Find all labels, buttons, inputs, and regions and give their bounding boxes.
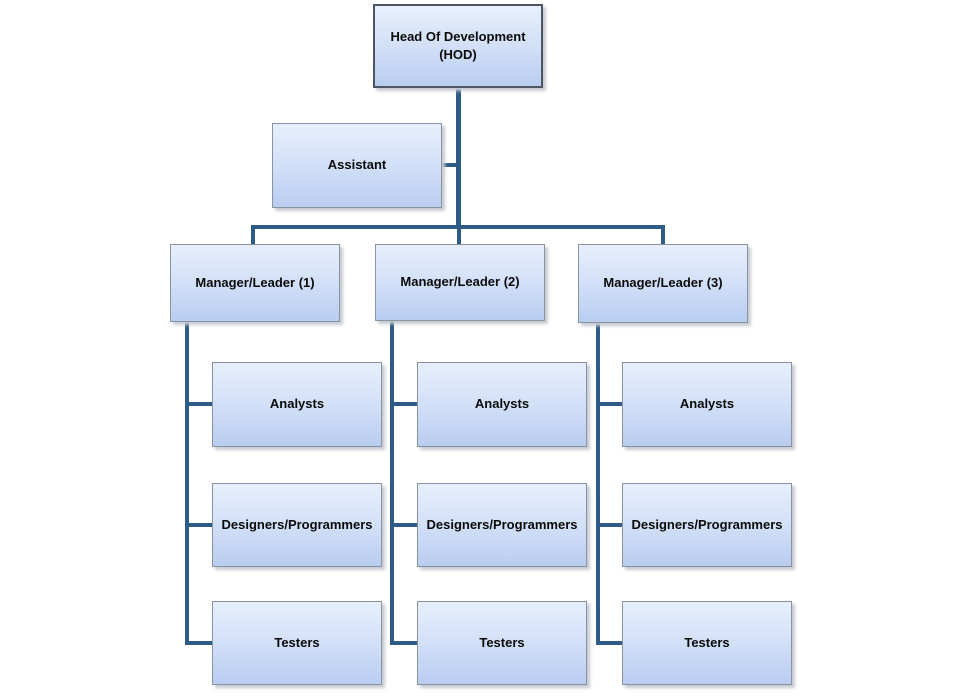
connector-column3-vertical	[596, 322, 600, 645]
node-label: Manager/Leader (3)	[603, 275, 723, 291]
connector-col2-testers-stub	[390, 641, 417, 645]
node-analysts-3: Analysts	[622, 362, 792, 447]
node-label: Testers	[274, 634, 320, 650]
node-label: Manager/Leader (1)	[195, 274, 315, 290]
node-analysts-1: Analysts	[212, 362, 382, 447]
connector-column1-vertical	[185, 321, 189, 645]
connector-col2-analysts-stub	[390, 402, 417, 406]
node-label: Manager/Leader (2)	[400, 274, 520, 290]
node-assistant: Assistant	[272, 123, 442, 208]
connector-col3-designers-stub	[596, 523, 622, 527]
node-manager-leader-2: Manager/Leader (2)	[375, 244, 545, 321]
node-label: Analysts	[269, 396, 325, 412]
node-label: Assistant	[327, 157, 387, 173]
node-testers-2: Testers	[417, 601, 587, 685]
node-testers-1: Testers	[212, 601, 382, 685]
node-designers-programmers-1: Designers/Programmers	[212, 483, 382, 567]
connector-col3-analysts-stub	[596, 402, 622, 406]
node-label: Analysts	[474, 396, 530, 412]
node-manager-leader-1: Manager/Leader (1)	[170, 244, 340, 322]
node-label: Head Of Development (HOD)	[390, 28, 526, 62]
connector-manager2-drop	[457, 227, 461, 245]
node-testers-3: Testers	[622, 601, 792, 685]
node-analysts-2: Analysts	[417, 362, 587, 447]
connector-col1-analysts-stub	[185, 402, 212, 406]
node-label: Designers/Programmers	[426, 516, 578, 532]
node-head-of-development: Head Of Development (HOD)	[373, 4, 543, 88]
connector-root-vertical	[456, 88, 461, 229]
node-label: Designers/Programmers	[631, 516, 783, 532]
node-label: Testers	[684, 634, 730, 650]
connector-col1-designers-stub	[185, 523, 212, 527]
node-label: Analysts	[679, 396, 735, 412]
node-label: Designers/Programmers	[221, 516, 373, 532]
connector-col3-testers-stub	[596, 641, 622, 645]
node-label: Testers	[479, 634, 525, 650]
connector-manager1-drop	[251, 227, 255, 245]
connector-col2-designers-stub	[390, 523, 417, 527]
node-designers-programmers-2: Designers/Programmers	[417, 483, 587, 567]
connector-assistant-stub	[442, 163, 458, 167]
connector-col1-testers-stub	[185, 641, 212, 645]
connector-column2-vertical	[390, 320, 394, 645]
connector-manager3-drop	[661, 227, 665, 245]
node-manager-leader-3: Manager/Leader (3)	[578, 244, 748, 323]
node-designers-programmers-3: Designers/Programmers	[622, 483, 792, 567]
